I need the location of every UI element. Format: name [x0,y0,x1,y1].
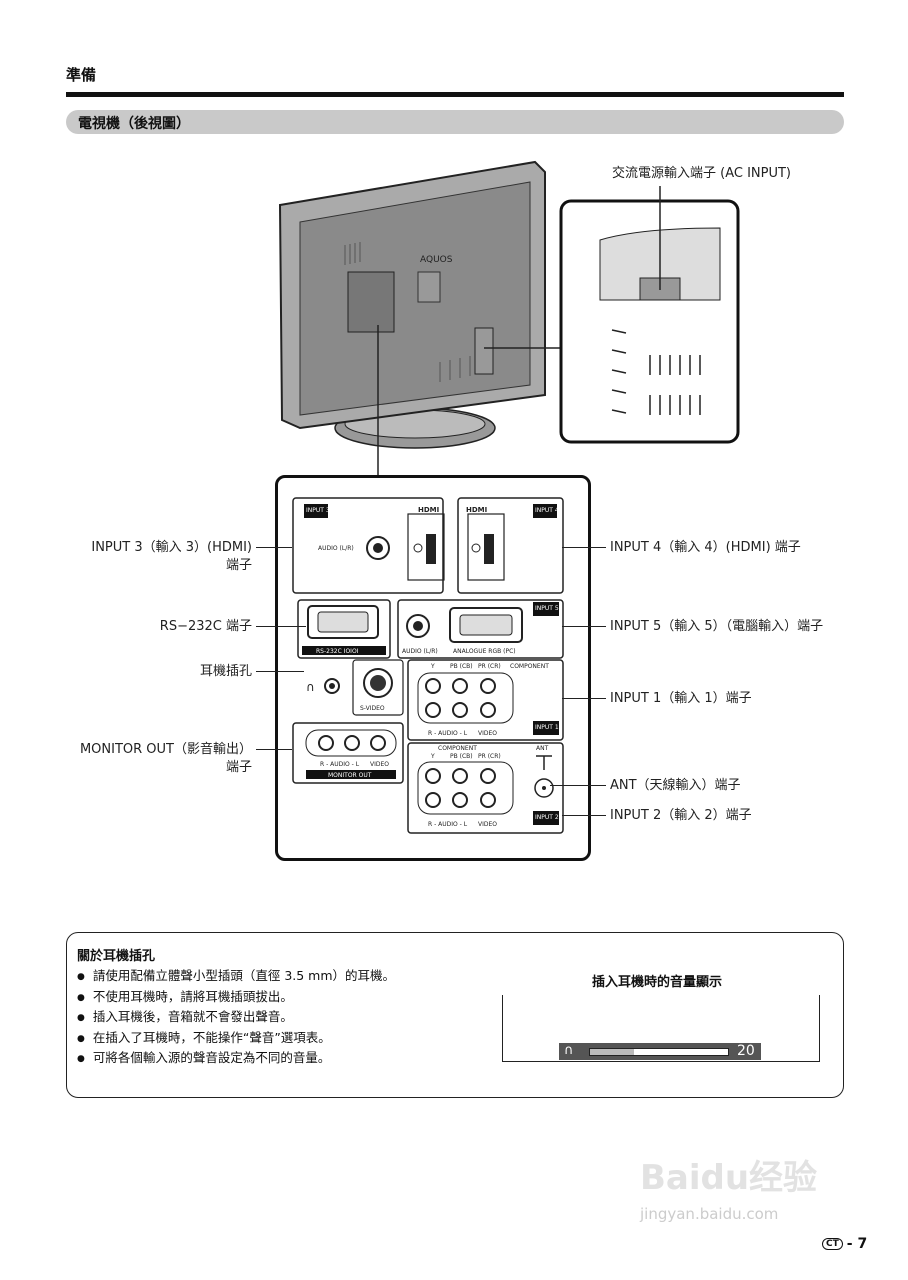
input5-tag: INPUT 5 [535,605,559,612]
component-a: COMPONENT [510,663,549,670]
pr-a: PR (CR) [478,663,501,670]
terminal-panel-svg: INPUT 3 HDMI AUDIO (L/R) HDMI INPUT 4 RS… [292,497,564,834]
video-b: VIDEO [370,761,389,768]
headphone-icon: ∩ [564,1043,574,1058]
pb-a: PB (CB) [450,663,473,670]
analogue-rgb: ANALOGUE RGB (PC) [453,648,516,655]
volume-screen: ∩ 20 [502,995,820,1062]
note-item: 可將各個輸入源的聲音設定為不同的音量。 [77,1049,395,1070]
watermark-logo: Baidu经验 [640,1158,818,1198]
raudiol-a: R - AUDIO - L [428,730,468,737]
video-a: VIDEO [478,730,497,737]
audio-lr-b: AUDIO (L/R) [402,648,438,655]
pb-b: PB (CB) [450,753,473,760]
subtitle: 電視機（後視圖） [78,116,190,132]
callout-ant: ANT（天線輸入）端子 [610,778,741,793]
rs232c-tag: RS-232C IOIOI [316,648,359,655]
lang-badge: CT [822,1238,843,1250]
input3-tag: INPUT 3 [306,507,330,514]
volume-track [589,1048,729,1056]
y-b: Y [430,753,435,760]
subtitle-bar: 電視機（後視圖） [66,110,844,134]
page-number: CT- 7 [822,1236,867,1252]
callout-input1: INPUT 1（輸入 1）端子 [610,691,752,706]
hdmi-b-label: HDMI [466,506,487,514]
pr-b: PR (CR) [478,753,501,760]
tv-back-panel [299,181,531,416]
raudiol-c: R - AUDIO - L [428,821,468,828]
header-rule [66,92,844,97]
volume-bar: ∩ 20 [559,1043,761,1060]
note-item: 不使用耳機時，請將耳機插頭拔出。 [77,988,395,1009]
volume-title: 插入耳機時的音量顯示 [592,975,723,990]
tv-ac-socket [474,327,494,375]
callout-ac-input: 交流電源輸入端子 (AC INPUT) [612,166,792,181]
note-item: 插入耳機後，音箱就不會發出聲音。 [77,1008,395,1029]
headphone-note-box: 關於耳機插孔 請使用配備立體聲小型插頭（直徑 3.5 mm）的耳機。 不使用耳機… [66,932,844,1098]
callout-input2: INPUT 2（輸入 2）端子 [610,808,752,823]
page-number-value: 7 [857,1236,868,1252]
callout-input5: INPUT 5（輸入 5）（電腦輸入）端子 [610,619,824,634]
terminal-panel: INPUT 3 HDMI AUDIO (L/R) HDMI INPUT 4 RS… [275,475,591,861]
ant-tag: ANT [536,745,549,752]
input1-tag: INPUT 1 [535,724,559,731]
svideo-label: S-VIDEO [360,705,385,712]
section-title: 準備 [66,66,97,84]
callout-rs232c: RS−232C 端子 [159,619,252,634]
note-list: 請使用配備立體聲小型插頭（直徑 3.5 mm）的耳機。 不使用耳機時，請將耳機插… [77,967,395,1070]
tv-vesa-plate [417,271,441,303]
watermark-url: jingyan.baidu.com [640,1205,779,1223]
audio-lr-a: AUDIO (L/R) [318,545,354,552]
tv-rear-diagram: AQUOS [278,160,740,475]
callout-input4: INPUT 4（輸入 4）(HDMI) 端子 [610,540,801,555]
input4-tag: INPUT 4 [535,507,559,514]
volume-value: 20 [737,1043,755,1059]
headphone-icon: ∩ [306,680,315,694]
callout-headphone: 耳機插孔 [199,664,252,679]
hdmi-a-label: HDMI [418,506,439,514]
tv-brand: AQUOS [420,255,453,265]
callout-input3: INPUT 3（輸入 3）(HDMI)端子 [91,540,252,573]
note-item: 在插入了耳機時，不能操作“聲音”選項表。 [77,1029,395,1050]
video-c: VIDEO [478,821,497,828]
y-a: Y [430,663,435,670]
volume-fill [590,1049,635,1055]
note-item: 請使用配備立體聲小型插頭（直徑 3.5 mm）的耳機。 [77,967,395,988]
component-b: COMPONENT [438,745,477,752]
callout-monitor-out: MONITOR OUT（影音輸出）端子 [79,742,252,775]
watermark: Baidu经验 jingyan.baidu.com [640,1150,817,1223]
raudiol-b: R - AUDIO - L [320,761,360,768]
input2-tag: INPUT 2 [535,814,559,821]
tv-terminal-cluster [347,271,395,333]
note-title: 關於耳機插孔 [77,949,156,964]
monitor-out-tag: MONITOR OUT [328,772,372,779]
